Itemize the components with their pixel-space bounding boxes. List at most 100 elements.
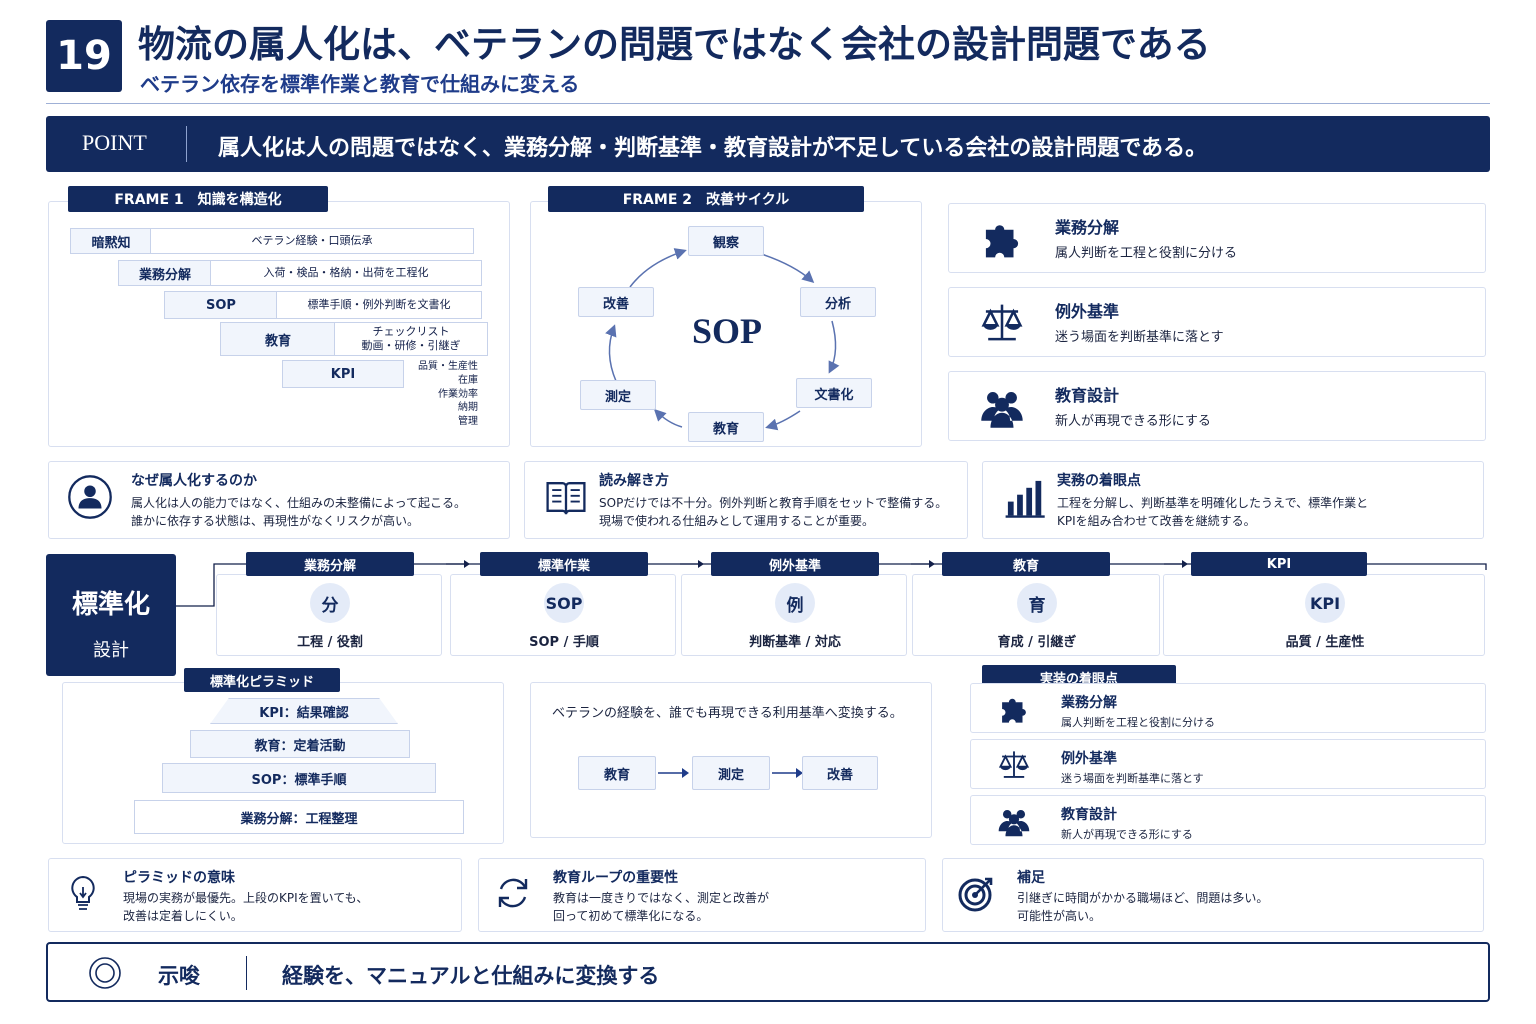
target-icon [958, 877, 993, 912]
bottom-card-line: 引継ぎに時間がかかる職場ほど、問題は多い。 [1017, 891, 1269, 905]
impl-item: 業務分解 属人判断を工程と役割に分ける [970, 683, 1486, 733]
point-bar: POINT 属人化は人の問題ではなく、業務分解・判断基準・教育設計が不足している… [46, 116, 1490, 172]
step-arrow-icon [680, 560, 704, 568]
info-card-line: KPIを組み合わせて改善を継続する。 [1057, 514, 1256, 528]
right-card-desc: 迷う場面を判断基準に落とす [1055, 330, 1224, 345]
standard-title: 標準化 [71, 590, 150, 620]
cycle-center-sop: SOP [692, 311, 763, 351]
pyramid-level: KPI：結果確認 [210, 698, 398, 724]
impl-item-desc: 属人判断を工程と役割に分ける [1061, 716, 1215, 729]
step-circle: 分 [310, 583, 350, 623]
impl-item-title: 業務分解 [1061, 695, 1117, 711]
step-desc: 判断基準 / 対応 [749, 635, 841, 650]
footer-separator [246, 956, 247, 990]
bottom-card-line: 教育は一度きりではなく、測定と改善が [553, 891, 770, 905]
slide-number-badge: 19 [46, 20, 122, 92]
info-card-line: 属人化は人の能力ではなく、仕組みの未整備によって起こる。 [131, 496, 467, 510]
bottom-card-line: 回って初めて標準化になる。 [553, 909, 709, 923]
page-title: 物流の属人化は、ベテランの問題ではなく会社の設計問題である [138, 23, 1211, 66]
flow-step: 改善 [802, 756, 878, 790]
book-icon [546, 482, 586, 515]
step-desc: 品質 / 生産性 [1285, 635, 1365, 650]
cycle-node: 教育 [688, 412, 764, 442]
step-circle: SOP [544, 583, 584, 623]
right-card: 教育設計 新人が再現できる形にする [948, 371, 1486, 441]
frame1-value: 品質・生産性 在庫 作業効率 納期 管理 [418, 361, 478, 428]
step-desc: 工程 / 役割 [297, 635, 363, 650]
cycle-node: 測定 [580, 380, 656, 410]
info-card: 実務の着眼点 工程を分解し、判断基準を明確化したうえで、標準作業と KPIを組み… [982, 461, 1484, 539]
people-icon [998, 809, 1030, 837]
person-icon [68, 475, 112, 519]
impl-item: 教育設計 新人が再現できる形にする [970, 795, 1486, 845]
target-ring-icon [89, 957, 121, 989]
right-card-desc: 属人判断を工程と役割に分ける [1055, 246, 1238, 261]
standard-step-label: 業務分解 [246, 552, 414, 576]
point-separator [186, 126, 187, 162]
bottom-card-line: 可能性が高い。 [1017, 909, 1102, 923]
standard-step-card: 分 工程 / 役割 [216, 574, 442, 656]
standard-subtitle: 設計 [93, 640, 129, 661]
frame1-value: ベテラン経験・口頭伝承 [150, 228, 474, 254]
bar-chart-icon [1005, 480, 1045, 518]
frame1-key: KPI [282, 360, 404, 388]
standard-step-label: 標準作業 [480, 552, 648, 576]
info-card: 読み解き方 SOPだけでは不十分。例外判断と教育手順をセットで整備する。 現場で… [524, 461, 968, 539]
cycle-node: 観察 [688, 226, 764, 256]
impl-item-title: 例外基準 [1061, 751, 1117, 767]
step-circle: 育 [1017, 583, 1057, 623]
step-arrow-icon [446, 560, 470, 568]
standard-step-label: KPI [1191, 552, 1367, 576]
info-card-title: 実務の着眼点 [1057, 473, 1141, 489]
cycle-icon [498, 878, 528, 908]
standard-step-label: 教育 [942, 552, 1110, 576]
flow-text: ベテランの経験を、誰でも再現できる利用基準へ変換する。 [552, 706, 903, 721]
impl-item-desc: 新人が再現できる形にする [1061, 828, 1193, 841]
standard-step-card: SOP SOP / 手順 [450, 574, 676, 656]
footer-bar: 示唆 経験を、マニュアルと仕組みに変換する [46, 942, 1490, 1002]
impl-item-title: 教育設計 [1061, 807, 1117, 823]
info-card-line: 誰かに依存する状態は、再現性がなくリスクが高い。 [131, 514, 420, 528]
right-card-title: 例外基準 [1055, 302, 1120, 321]
puzzle-icon [985, 225, 1019, 258]
frame1-value: 標準手順・例外判断を文書化 [276, 291, 482, 319]
bottom-card: ピラミッドの意味 現場の実務が最優先。上段のKPIを置いても、 改善は定着しにく… [48, 858, 462, 932]
standard-badge: 標準化 設計 [46, 554, 176, 676]
pyramid-level: 教育：定着活動 [190, 730, 410, 758]
page-subtitle: ベテラン依存を標準作業と教育で仕組みに変える [140, 72, 580, 96]
step-desc: 育成 / 引継ぎ [997, 635, 1077, 650]
right-card-desc: 新人が再現できる形にする [1055, 414, 1211, 429]
puzzle-icon [1002, 698, 1026, 723]
bottom-card-line: 改善は定着しにくい。 [123, 909, 243, 923]
point-text: 属人化は人の問題ではなく、業務分解・判断基準・教育設計が不足している会社の設計問… [218, 136, 1208, 161]
info-card-line: 現場で使われる仕組みとして運用することが重要。 [599, 514, 875, 528]
step-desc: SOP / 手順 [529, 635, 599, 650]
impl-item: 例外基準 迷う場面を判断基準に落とす [970, 739, 1486, 789]
pyramid-level: 業務分解：工程整理 [134, 800, 464, 834]
step-circle: 例 [775, 583, 815, 623]
footer-text: 経験を、マニュアルと仕組みに変換する [282, 964, 660, 988]
pyramid-level: SOP：標準手順 [162, 763, 436, 793]
frame1-label: FRAME 1 知識を構造化 [68, 186, 328, 212]
frame1-value: チェックリスト 動画・研修・引継ぎ [334, 322, 488, 356]
frame1-key: 教育 [220, 322, 336, 356]
people-icon [981, 392, 1023, 428]
impl-item-desc: 迷う場面を判断基準に落とす [1061, 772, 1204, 785]
info-card: なぜ属人化するのか 属人化は人の能力ではなく、仕組みの未整備によって起こる。 誰… [48, 461, 510, 539]
flow-arrow-icon [772, 768, 803, 778]
step-arrow-icon [1164, 560, 1188, 568]
flow-arrow-icon [658, 768, 689, 778]
step-arrow-icon [911, 560, 935, 568]
lightbulb-icon [71, 875, 95, 910]
frame1-key: SOP [164, 291, 278, 319]
cycle-node: 改善 [578, 287, 654, 317]
bottom-card: 教育ループの重要性 教育は一度きりではなく、測定と改善が 回って初めて標準化にな… [478, 858, 926, 932]
standard-step-label: 例外基準 [711, 552, 879, 576]
right-card-title: 教育設計 [1055, 386, 1120, 405]
bottom-card-title: 補足 [1017, 870, 1045, 886]
bottom-card-title: ピラミッドの意味 [123, 870, 235, 886]
standard-step-card: 育 育成 / 引継ぎ [912, 574, 1160, 656]
info-card-title: なぜ属人化するのか [131, 473, 257, 489]
info-card-title: 読み解き方 [599, 473, 669, 489]
bottom-card-line: 現場の実務が最優先。上段のKPIを置いても、 [123, 891, 369, 905]
